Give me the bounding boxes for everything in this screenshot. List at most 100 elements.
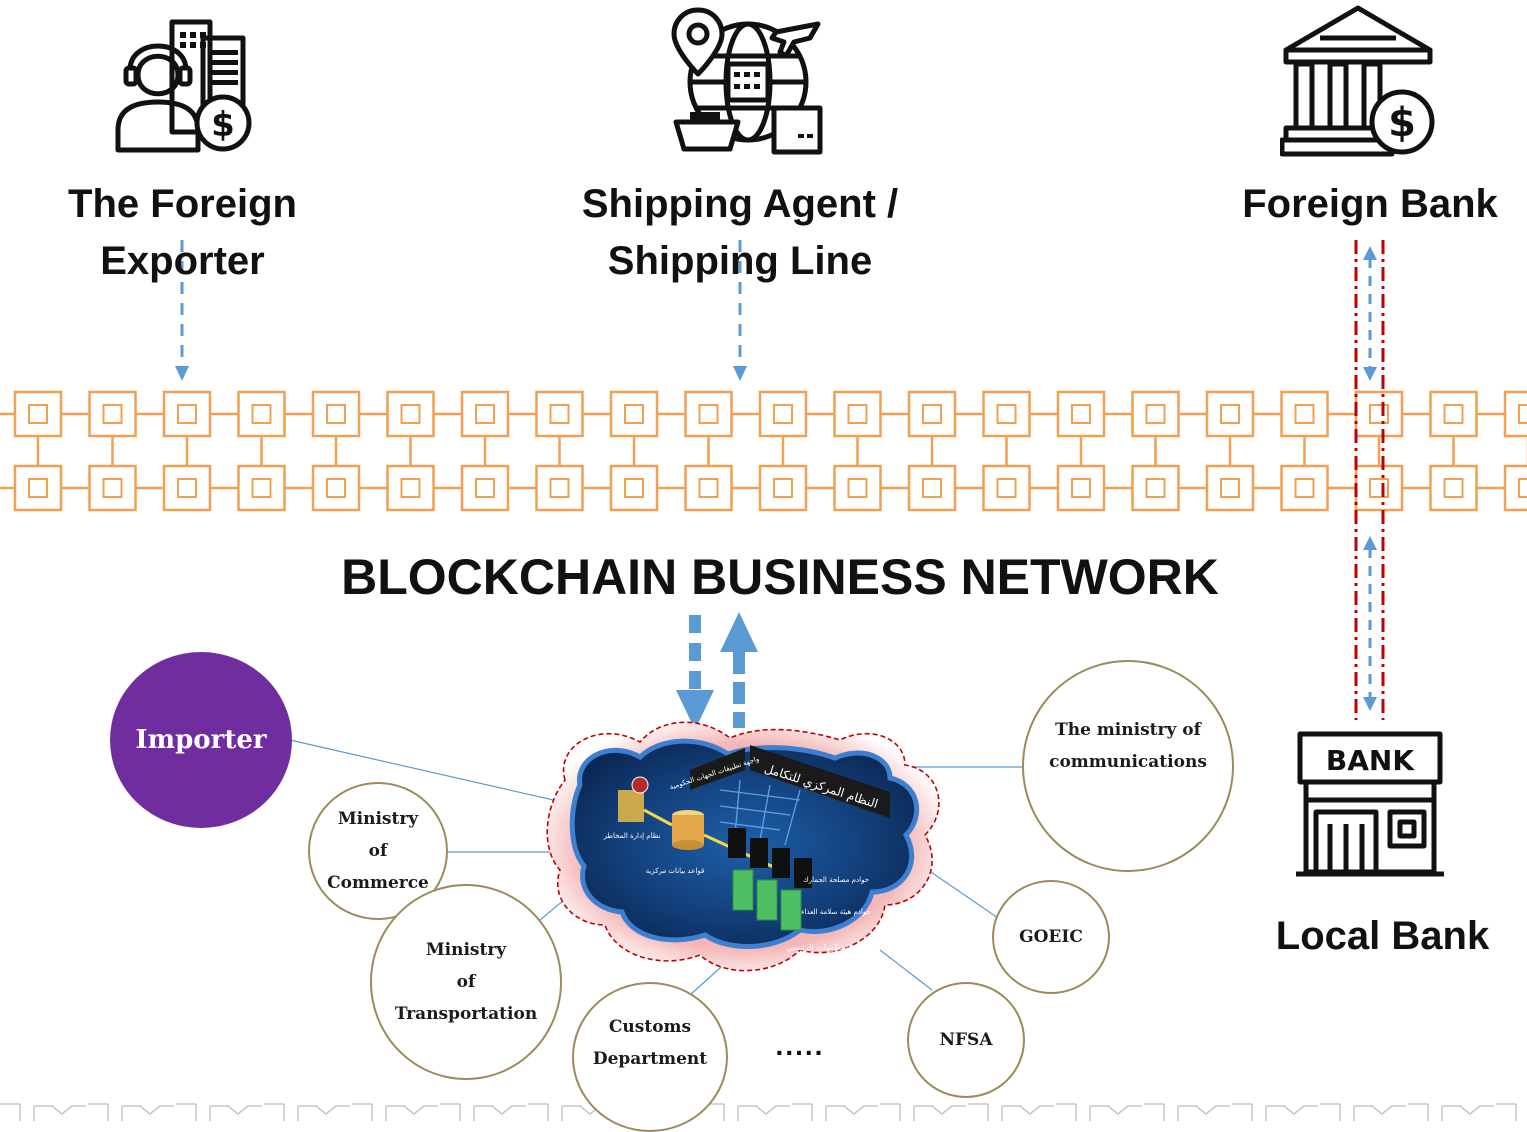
chain-block <box>386 390 435 438</box>
more-nodes-ellipsis: ..... <box>775 1030 825 1061</box>
chain-block <box>535 390 584 438</box>
chain-block-inner <box>326 478 346 498</box>
chain-block <box>1205 390 1255 438</box>
chain-block <box>460 390 510 438</box>
commerce-line2: of <box>368 841 388 861</box>
shipping-globe-icon <box>671 7 823 155</box>
border-motif <box>1496 1103 1517 1121</box>
chain-block <box>907 464 957 512</box>
chain-block-inner <box>847 478 868 498</box>
chain-block-inner <box>1443 404 1464 424</box>
local-bank-sign: BANK <box>1326 744 1415 777</box>
chain-block <box>609 390 659 438</box>
chain-block-inner <box>326 404 346 424</box>
chain-block-inner <box>1369 404 1389 424</box>
chain-block <box>237 464 286 512</box>
chain-block <box>13 390 63 438</box>
customs-line2: Department <box>592 1049 708 1069</box>
chain-block <box>535 464 584 512</box>
network-cloud-arrows <box>676 612 758 730</box>
chain-block <box>1280 464 1329 512</box>
customs-department-node: Customs Department <box>572 982 728 1132</box>
chain-block <box>13 464 63 512</box>
transportation-line2: of <box>456 972 476 992</box>
ministry-commerce-node: Ministry of Commerce <box>308 782 448 920</box>
border-motif <box>1408 1103 1494 1121</box>
goeic-node: GOEIC <box>992 880 1110 994</box>
chain-block-inner <box>773 478 793 498</box>
chain-block-inner <box>102 478 123 498</box>
government-cloud: النظام المركزي للتكامل واجهة تطبيقات الج… <box>546 721 940 972</box>
transportation-line3: Transportation <box>394 1004 538 1024</box>
chain-block-inner <box>1294 478 1315 498</box>
chain-block <box>1280 390 1329 438</box>
exporter-label: The Foreign Exporter <box>40 176 325 290</box>
chain-block-inner <box>400 478 421 498</box>
border-motif <box>88 1103 174 1121</box>
chain-block-inner <box>624 478 644 498</box>
chain-block-inner <box>251 478 272 498</box>
chain-block <box>1429 390 1478 438</box>
cloud-nfsa-servers: خوادم هيئة سلامة الغذاء <box>801 908 871 916</box>
exporter-icon: $ <box>115 19 252 153</box>
border-motif <box>1232 1103 1318 1121</box>
local-bank-icon: BANK <box>1296 731 1444 877</box>
chain-block <box>609 464 659 512</box>
shipping-label-line2: Shipping Line <box>607 239 873 283</box>
local-bank-label: Local Bank <box>1275 914 1490 958</box>
border-motif <box>704 1103 790 1121</box>
chain-block-inner <box>1145 404 1166 424</box>
chain-block <box>1131 464 1180 512</box>
communications-line2: communications <box>1049 752 1207 772</box>
chain-block <box>907 390 957 438</box>
shipping-label: Shipping Agent / Shipping Line <box>540 176 940 290</box>
blockchain-chain <box>0 390 1527 512</box>
border-motif <box>1320 1103 1406 1121</box>
nfsa-node: NFSA <box>907 982 1025 1098</box>
chain-block-inner <box>549 478 570 498</box>
foreign-bank-label: Foreign Bank <box>1242 182 1498 226</box>
chain-block-inner <box>1071 404 1091 424</box>
chain-block <box>460 464 510 512</box>
chain-block-inner <box>1145 478 1166 498</box>
chain-block <box>88 464 137 512</box>
chain-block <box>758 390 808 438</box>
decorative-bottom-border <box>0 1103 1517 1121</box>
chain-block <box>1056 464 1106 512</box>
ministry-transportation-node: Ministry of Transportation <box>370 884 562 1080</box>
chain-block-inner <box>1518 404 1527 424</box>
border-motif <box>880 1103 966 1121</box>
chain-block <box>1503 390 1527 438</box>
chain-block <box>684 464 733 512</box>
chain-block-inner <box>475 404 495 424</box>
border-motif <box>176 1103 262 1121</box>
chain-block-inner <box>1518 478 1527 498</box>
chain-block-inner <box>1220 404 1240 424</box>
chain-block-inner <box>922 404 942 424</box>
chain-block <box>982 390 1031 438</box>
chain-block-inner <box>1369 478 1389 498</box>
commerce-line3: Commerce <box>327 873 429 893</box>
chain-block <box>684 390 733 438</box>
communications-line1: The ministry of <box>1055 720 1201 740</box>
border-motif <box>352 1103 438 1121</box>
chain-block <box>1131 390 1180 438</box>
importer-label: Importer <box>135 725 267 755</box>
cloud-datacenter-label: مركز المعلومات الرئيسي <box>786 943 870 952</box>
cloud-customs-servers: خوادم مصلحة الجمارك <box>803 876 869 884</box>
importer-node: Importer <box>110 652 292 828</box>
chain-block-inner <box>1443 478 1464 498</box>
chain-block <box>1429 464 1478 512</box>
chain-block <box>833 464 882 512</box>
chain-block <box>758 464 808 512</box>
chain-block <box>311 464 361 512</box>
chain-block-inner <box>698 478 719 498</box>
border-motif <box>264 1103 350 1121</box>
bank-link-lines <box>1354 240 1385 720</box>
chain-block-inner <box>475 478 495 498</box>
chain-block-inner <box>996 478 1017 498</box>
border-motif <box>968 1103 1054 1121</box>
chain-block <box>311 390 361 438</box>
chain-block <box>88 390 137 438</box>
